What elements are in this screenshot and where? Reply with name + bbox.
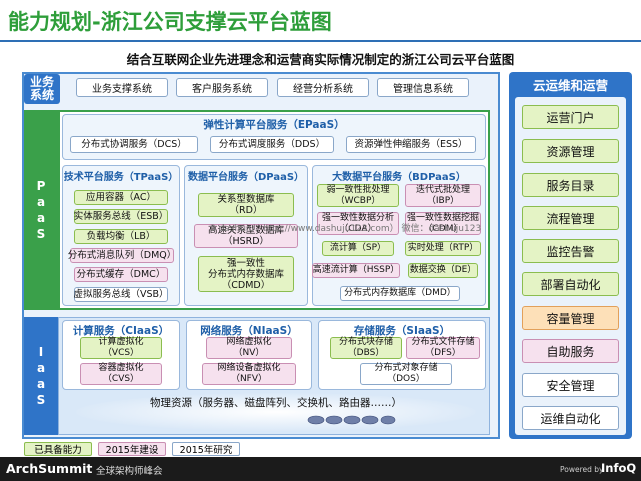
niaas-title: 网络服务（NIaaS） [200,325,298,337]
tpaas-title: 技术平台服务（TPaaS） [63,172,179,183]
ops-item-security-mgmt: 安全管理 [522,373,619,397]
bdpaas-item-cdm: 强一致性数据挖掘 （CDM） [405,212,481,235]
tpaas-item-vsb: 虚拟服务总线（VSB） [73,287,169,302]
page-subtitle: 结合互联网企业先进理念和运营商实际情况制定的浙江公司云平台蓝图 [126,52,515,67]
epaas-item-dds: 分布式调度服务（DDS） [210,136,334,153]
ciaas-item-vcs: 计算虚拟化 （VCS） [80,337,162,359]
business-item-1: 业务支撑系统 [76,78,168,97]
bdpaas-item-sp: 流计算（SP） [322,241,394,256]
tpaas-item-dmq: 分布式消息队列（DMQ） [67,248,177,263]
ops-item-ops-automation: 运维自动化 [522,406,619,430]
niaas-item-nfv: 网络设备虚拟化 （NFV） [202,363,296,385]
iaas-label: I a a S [24,317,58,435]
bdpaas-item-de: 数据交换（DE） [408,263,478,278]
footer-brand: ArchSummit [6,461,93,476]
ops-item-service-catalog: 服务目录 [522,173,619,197]
ops-item-deploy-automation: 部署自动化 [522,272,619,296]
bdpaas-item-dmd: 分布式内存数据库（DMD） [340,286,460,301]
business-item-3: 经营分析系统 [277,78,369,97]
siaas-item-dfs: 分布式文件存储 （DFS） [406,337,480,359]
legend-2015-research: 2015年研究 [172,442,240,456]
epaas-item-dcs: 分布式协调服务（DCS） [70,136,198,153]
ops-item-monitoring: 监控告警 [522,239,619,263]
page-title: 能力规划-浙江公司支撑云平台蓝图 [8,10,332,34]
physical-resources-ellipse [76,393,476,431]
niaas-item-nv: 网络虚拟化 （NV） [206,337,292,359]
dpaas-item-cdmd: 强一致性 分布式内存数据库 （CDMD） [198,256,294,292]
legend-2015-build: 2015年建设 [98,442,166,456]
footer-infoq-logo: InfoQ [601,461,637,475]
business-item-2: 客户服务系统 [176,78,268,97]
paas-label: P a a S [24,110,58,310]
dpaas-item-rd: 关系型数据库 （RD） [198,193,294,217]
bdpaas-item-cda: 强一致性数据分析 （CDA） [317,212,399,235]
bdpaas-item-hssp: 高速流计算（HSSP） [312,263,400,278]
bdpaas-item-ibp: 迭代式批处理 （IBP） [405,184,481,207]
server-icon [307,415,396,425]
siaas-item-dbs: 分布式块存储 （DBS） [330,337,402,359]
ops-item-process-mgmt: 流程管理 [522,206,619,230]
siaas-title: 存储服务（SIaaS） [353,325,451,337]
tpaas-item-ac: 应用容器（AC） [74,190,168,205]
business-item-4: 管理信息系统 [377,78,469,97]
bdpaas-item-rtp: 实时处理（RTP） [405,241,481,256]
ops-item-capacity-mgmt: 容量管理 [522,306,619,330]
epaas-item-ess: 资源弹性伸缩服务（ESS） [346,136,476,153]
bdpaas-title: 大数据平台服务（BDPaaS） [332,172,466,183]
footer-brand-sub: 全球架构师峰会 [96,466,163,477]
ops-item-portal: 运营门户 [522,105,619,129]
legend-available: 已具备能力 [24,442,92,456]
ops-title: 云运维和运营 [532,77,608,93]
bdpaas-item-wcbp: 弱一致性批处理 （WCBP） [317,184,399,207]
ciaas-title: 计算服务（CIaaS） [72,325,170,337]
footer-bar [0,457,641,481]
ops-item-self-service: 自助服务 [522,339,619,363]
business-system-label: 业务 系统 [24,74,60,104]
dpaas-item-hsrd: 高速关系型数据库 （HSRD） [194,224,298,248]
tpaas-item-lb: 负载均衡（LB） [74,229,168,244]
siaas-item-dos: 分布式对象存储 （DOS） [360,363,452,385]
ciaas-item-cvs: 容器虚拟化 （CVS） [80,363,162,385]
watermark-text: 3 dashuju：http://www.dashuju123.com） 微信：… [210,224,482,234]
tpaas-item-dmc: 分布式缓存（DMC） [74,267,168,282]
title-divider [0,40,641,42]
physical-resources-label: 物理资源（服务器、磁盘阵列、交换机、路由器……） [150,397,402,409]
footer-powered-by: Powered by [560,465,604,474]
ops-item-resource-mgmt: 资源管理 [522,139,619,163]
tpaas-item-esb: 实体服务总线（ESB） [73,209,169,224]
epaas-title: 弹性计算平台服务（EPaaS） [203,119,345,131]
dpaas-title: 数据平台服务（DPaaS） [187,172,305,183]
